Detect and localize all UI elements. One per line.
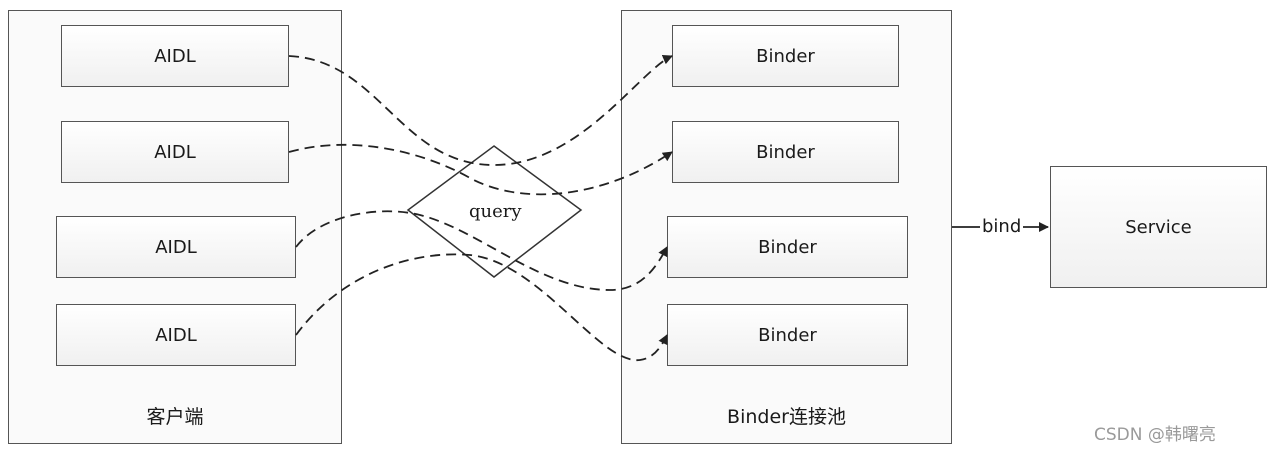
- client-aidl-box-3: AIDL: [56, 216, 296, 278]
- binder-box-2: Binder: [672, 121, 899, 183]
- binder-pool-caption: Binder连接池: [727, 406, 846, 428]
- query-diamond: [406, 145, 583, 278]
- binder-box-1: Binder: [672, 25, 899, 87]
- dashed-path-4: [295, 253, 668, 361]
- client-aidl-box-4: AIDL: [56, 304, 296, 366]
- client-aidl-box-1: AIDL: [61, 25, 289, 87]
- bind-label: bind: [980, 216, 1024, 237]
- query-label: query: [469, 201, 522, 222]
- client-caption: 客户端: [146, 406, 204, 428]
- watermark-text: CSDN @韩曙亮: [1094, 425, 1216, 445]
- dashed-path-3: [295, 210, 668, 291]
- binder-box-4: Binder: [667, 304, 908, 366]
- client-aidl-box-2: AIDL: [61, 121, 289, 183]
- dashed-path-1: [288, 55, 673, 166]
- binder-box-3: Binder: [667, 216, 908, 278]
- dashed-path-2: [288, 143, 673, 196]
- service-box: Service: [1050, 166, 1267, 288]
